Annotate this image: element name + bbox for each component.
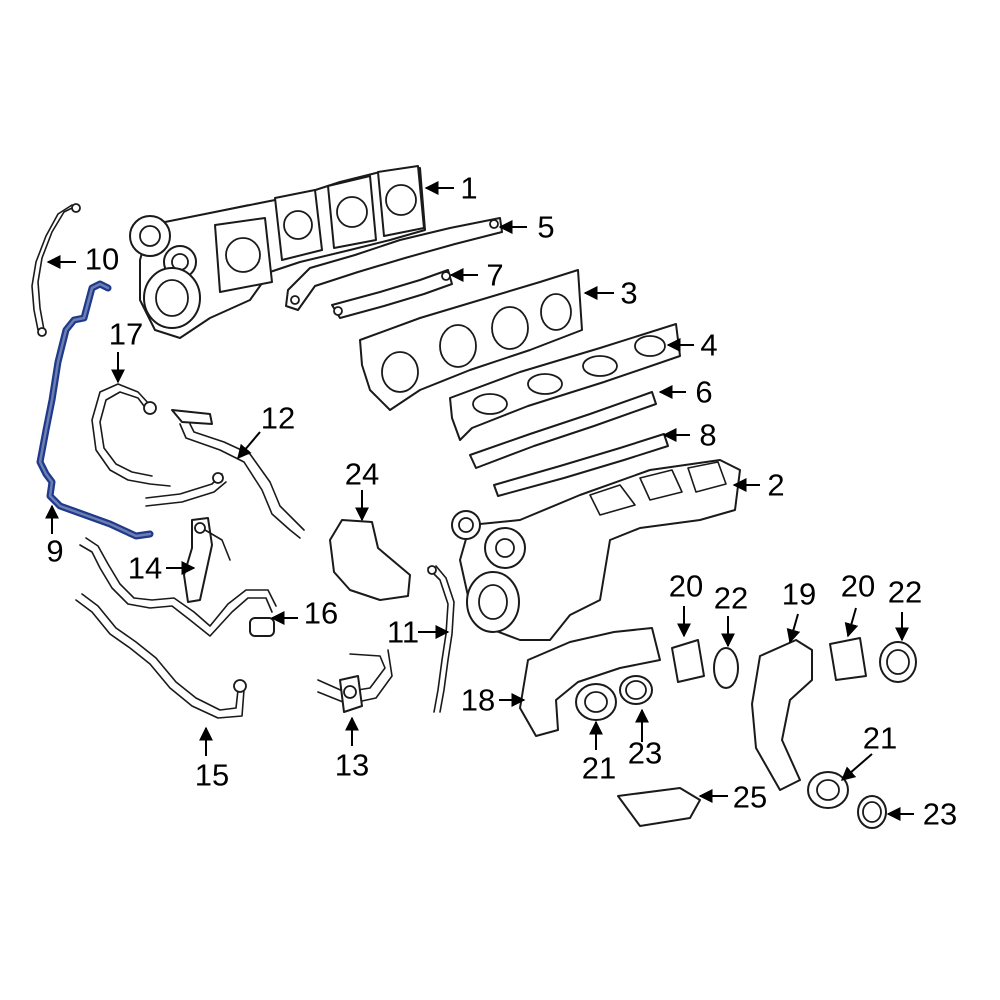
- callout-4: 4: [700, 327, 718, 363]
- callout-8: 8: [699, 417, 717, 453]
- callout-16: 16: [303, 595, 339, 631]
- callout-21-right: 21: [862, 720, 898, 756]
- hose-coupler-21-left[interactable]: [575, 683, 617, 721]
- callout-21-left: 21: [581, 750, 617, 786]
- manifold-gasket-4[interactable]: [449, 323, 681, 441]
- callout-17: 17: [108, 316, 144, 352]
- line-11[interactable]: [427, 565, 455, 713]
- manifold-gasket-3[interactable]: [359, 269, 583, 411]
- callout-15: 15: [194, 757, 230, 793]
- highlighted-line-9[interactable]: [36, 280, 154, 540]
- callout-2: 2: [767, 467, 785, 503]
- callout-19: 19: [781, 576, 817, 612]
- callout-9: 9: [46, 533, 64, 569]
- callout-6: 6: [695, 374, 713, 410]
- callout-5: 5: [537, 209, 555, 245]
- callout-1: 1: [460, 170, 478, 206]
- callout-25: 25: [732, 779, 768, 815]
- intake-pipe-18[interactable]: [519, 627, 661, 737]
- callout-11: 11: [386, 614, 420, 650]
- callout-14: 14: [127, 550, 163, 586]
- callout-7: 7: [486, 257, 504, 293]
- heat-shield-24[interactable]: [329, 519, 411, 601]
- callout-20-left: 20: [668, 568, 704, 604]
- callout-10: 10: [84, 241, 120, 277]
- callout-23-left: 23: [627, 735, 663, 771]
- hose-19[interactable]: [751, 639, 813, 791]
- clamp-22-right[interactable]: [879, 641, 917, 683]
- gasket-8[interactable]: [493, 433, 669, 497]
- fitting-16[interactable]: [249, 617, 275, 637]
- gasket-7[interactable]: [331, 269, 453, 319]
- pipe-14[interactable]: [183, 517, 231, 603]
- leader-lines: [45, 181, 914, 821]
- callout-22-left: 22: [713, 580, 749, 616]
- turbo-manifold-upper[interactable]: [129, 165, 426, 339]
- pipe-15[interactable]: [75, 537, 277, 719]
- connector-20-left[interactable]: [671, 639, 705, 683]
- shield-25[interactable]: [617, 787, 701, 827]
- hose-coupler-21-right[interactable]: [807, 771, 849, 809]
- gasket-6[interactable]: [469, 391, 657, 469]
- callout-24: 24: [344, 456, 380, 492]
- callout-13: 13: [334, 747, 370, 783]
- clamp-23-left[interactable]: [619, 675, 653, 705]
- pipe-12[interactable]: [145, 409, 305, 539]
- pipe-13[interactable]: [317, 649, 393, 713]
- callout-22-right: 22: [887, 574, 923, 610]
- turbo-manifold-lower[interactable]: [451, 459, 741, 641]
- clamp-22-left[interactable]: [713, 647, 739, 689]
- gasket-5[interactable]: [285, 217, 503, 311]
- line-10[interactable]: [31, 203, 81, 337]
- callout-20-right: 20: [840, 568, 876, 604]
- connector-20-right[interactable]: [829, 637, 867, 681]
- clamp-23-right[interactable]: [857, 795, 887, 829]
- callout-3: 3: [620, 275, 638, 311]
- callout-12: 12: [260, 400, 296, 436]
- line-17[interactable]: [91, 383, 171, 487]
- callout-18: 18: [460, 682, 496, 718]
- callout-23-right: 23: [922, 796, 958, 832]
